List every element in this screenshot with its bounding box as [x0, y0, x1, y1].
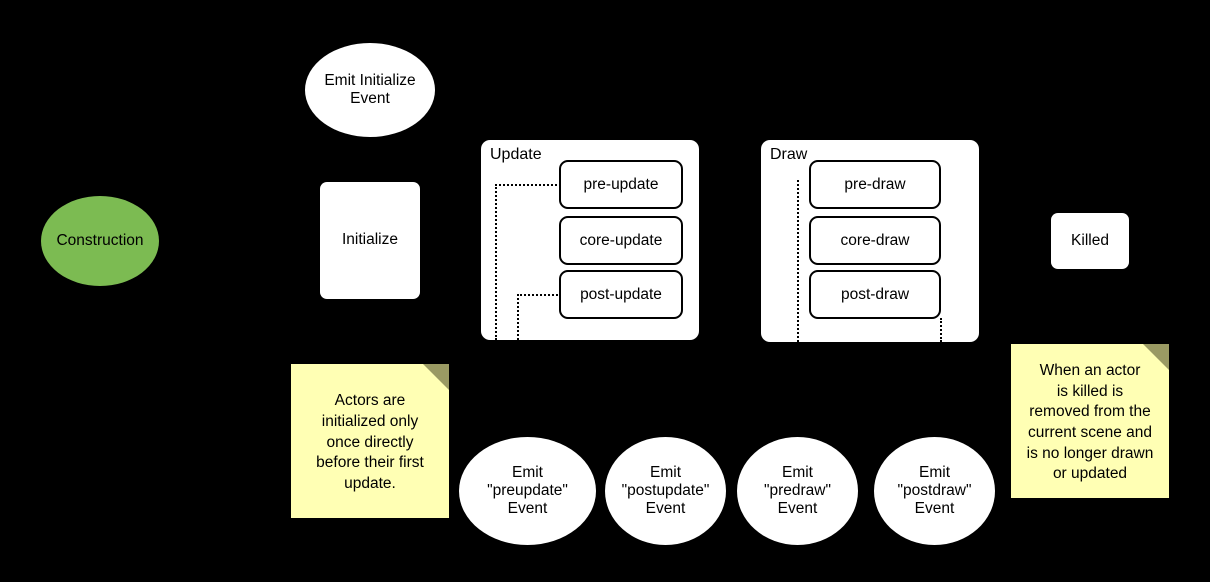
phase-step-post-update-label: post-update — [580, 285, 662, 303]
state-killed-label: Killed — [1071, 231, 1109, 249]
phase-step-post-draw-label: post-draw — [840, 285, 910, 303]
event-emit-initialize-label: Emit Initialize Event — [324, 71, 416, 107]
event-emit-predraw-label: Emit "predraw" Event — [763, 463, 831, 518]
phase-container-update[interactable]: Update pre-update core-update post-updat… — [481, 140, 699, 340]
phase-step-pre-draw-label: pre-draw — [844, 175, 906, 193]
note-initialize[interactable]: Actors are initialized only once directl… — [291, 364, 449, 518]
dotted-line-update-pre — [495, 184, 561, 186]
phase-step-pre-update-label: pre-update — [583, 175, 659, 193]
dotted-line-draw-stub — [940, 318, 942, 342]
phase-step-post-update[interactable]: post-update — [559, 270, 683, 319]
dotted-line-update-post — [517, 294, 561, 296]
event-emit-postupdate-label: Emit "postupdate" Event — [621, 463, 710, 518]
event-emit-postdraw-label: Emit "postdraw" Event — [897, 463, 972, 518]
phase-step-core-update[interactable]: core-update — [559, 216, 683, 265]
phase-title-draw: Draw — [770, 146, 808, 163]
event-emit-preupdate-label: Emit "preupdate" Event — [487, 463, 568, 518]
note-killed-text: When an actor is killed is removed from … — [1026, 362, 1154, 483]
phase-step-pre-draw[interactable]: pre-draw — [809, 160, 941, 209]
state-initialize[interactable]: Initialize — [320, 182, 420, 299]
note-initialize-text: Actors are initialized only once directl… — [316, 392, 424, 492]
state-construction-label: Construction — [56, 231, 144, 249]
phase-step-core-update-label: core-update — [579, 231, 663, 249]
state-construction[interactable]: Construction — [41, 196, 159, 286]
dotted-line-update-post-spine — [517, 294, 519, 340]
event-emit-predraw[interactable]: Emit "predraw" Event — [737, 437, 858, 545]
event-emit-postdraw[interactable]: Emit "postdraw" Event — [874, 437, 995, 545]
dotted-line-draw-spine — [797, 180, 799, 342]
phase-step-post-draw[interactable]: post-draw — [809, 270, 941, 319]
event-emit-postupdate[interactable]: Emit "postupdate" Event — [605, 437, 726, 545]
event-emit-initialize[interactable]: Emit Initialize Event — [305, 43, 435, 137]
note-fold-icon — [423, 364, 449, 390]
phase-container-draw[interactable]: Draw pre-draw core-draw post-draw — [761, 140, 979, 342]
state-initialize-label: Initialize — [342, 231, 398, 249]
state-killed[interactable]: Killed — [1051, 213, 1129, 269]
phase-step-pre-update[interactable]: pre-update — [559, 160, 683, 209]
phase-step-core-draw-label: core-draw — [840, 231, 910, 249]
dotted-line-update-spine — [495, 184, 497, 340]
phase-title-update: Update — [490, 146, 542, 163]
phase-step-core-draw[interactable]: core-draw — [809, 216, 941, 265]
event-emit-preupdate[interactable]: Emit "preupdate" Event — [459, 437, 596, 545]
note-killed[interactable]: When an actor is killed is removed from … — [1011, 344, 1169, 498]
